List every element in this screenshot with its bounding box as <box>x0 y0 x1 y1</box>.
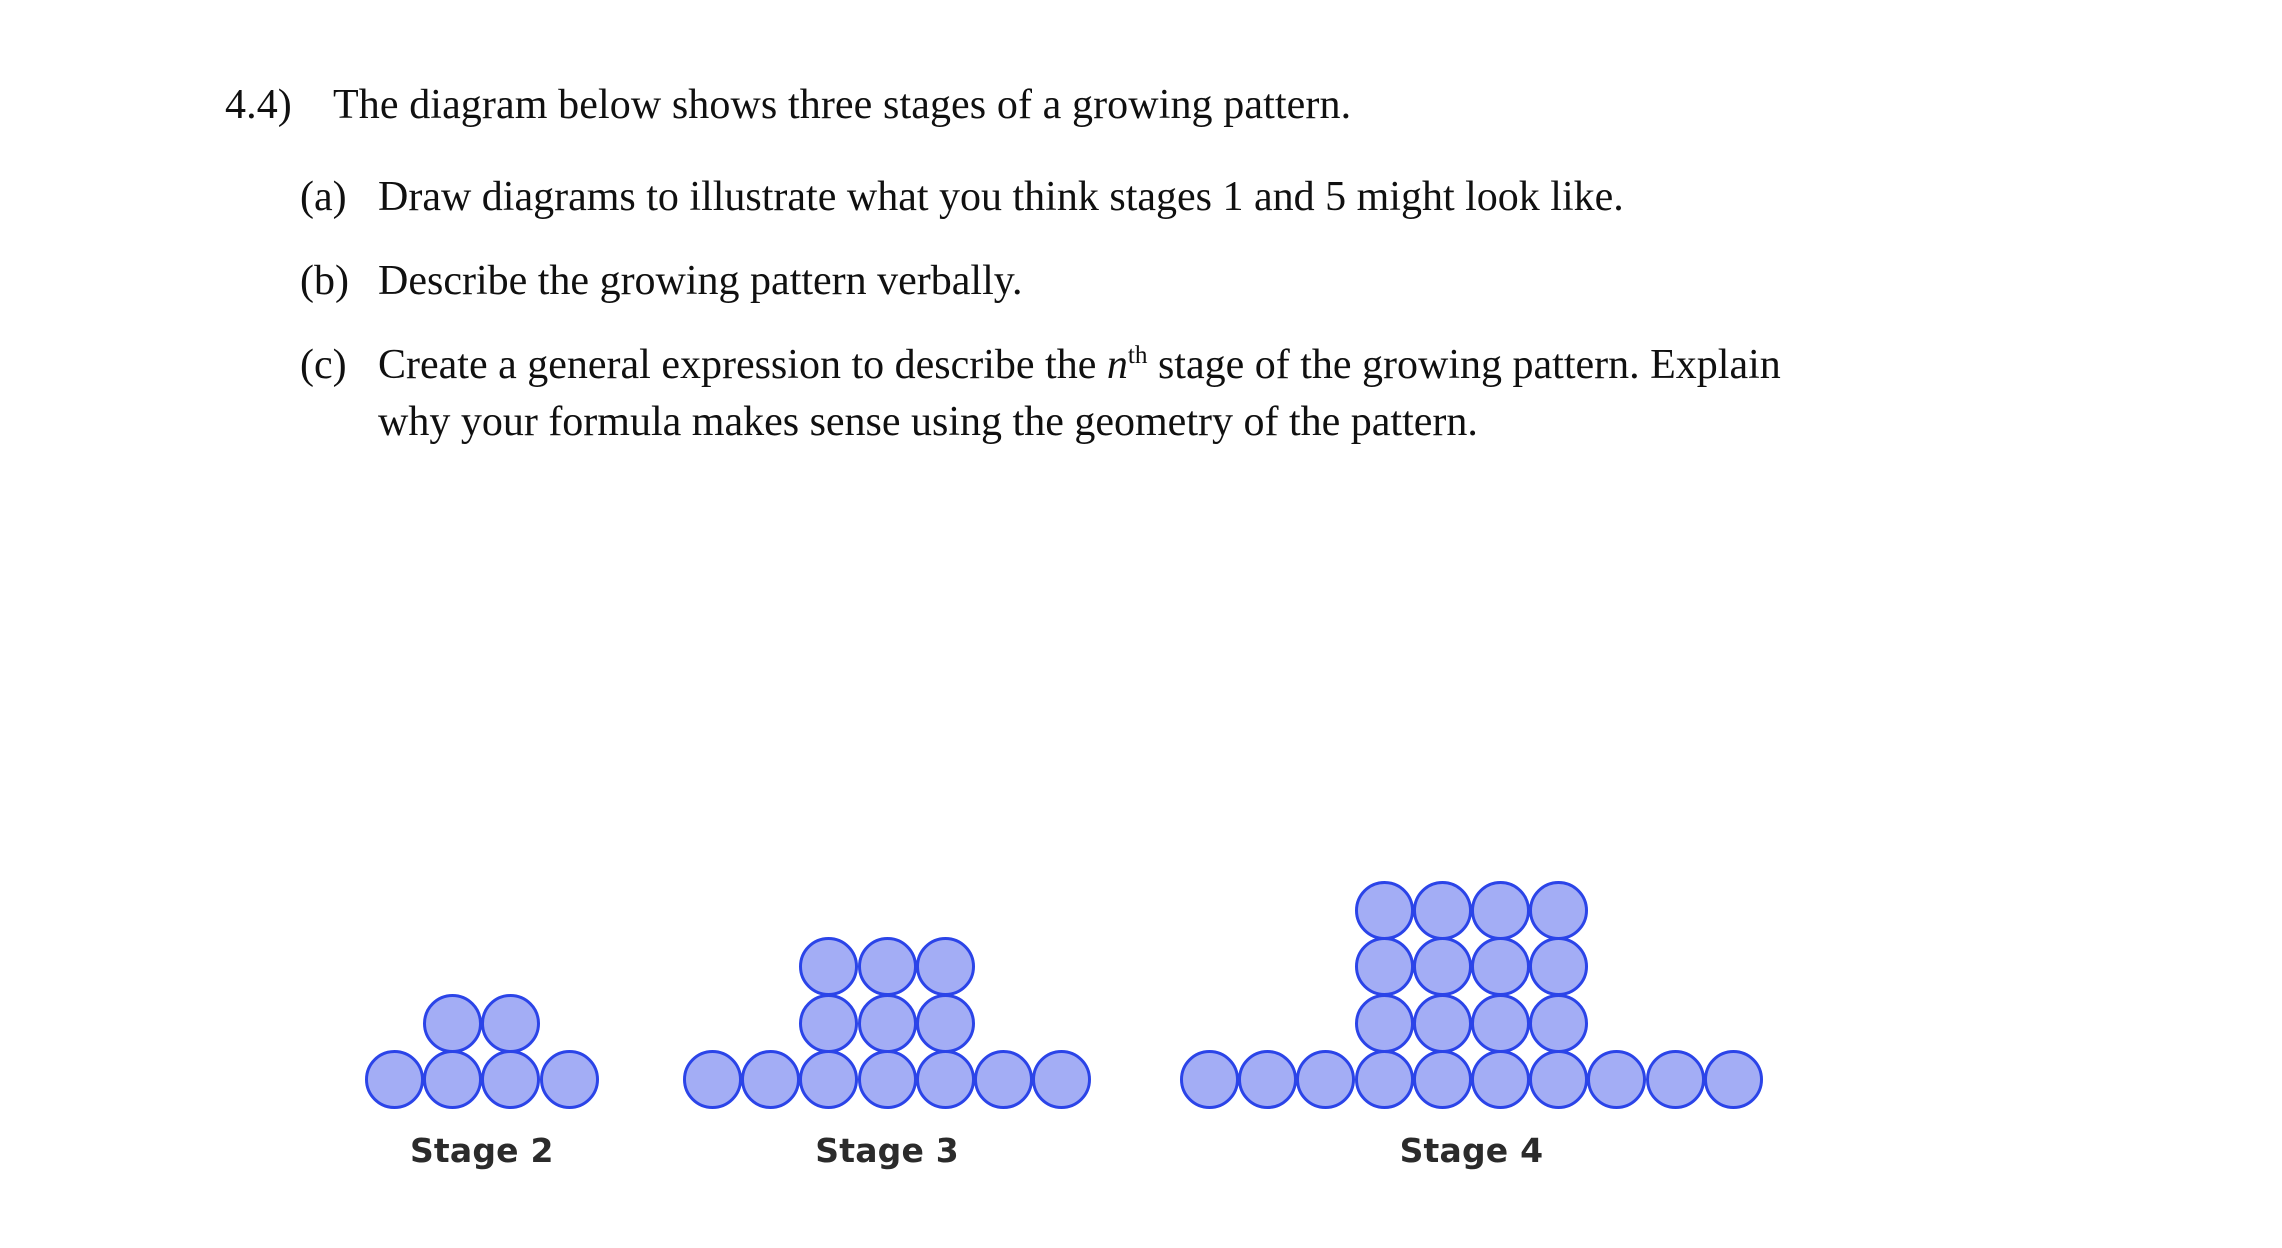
circle <box>1529 1050 1589 1109</box>
question-sub-items: (a) Draw diagrams to illustrate what you… <box>225 169 1845 451</box>
circle <box>423 1050 483 1109</box>
stage-4-circles <box>1180 760 1763 1109</box>
circle <box>1529 937 1589 996</box>
sub-item-c-text-after: stage of the growing pattern. Explain wh… <box>378 341 1781 445</box>
circle <box>915 937 975 996</box>
stage-group-4: Stage 4 <box>1180 760 1763 1170</box>
sub-item-a-marker: (a) <box>300 173 347 220</box>
circle <box>1354 937 1414 996</box>
growing-pattern-figure: Stage 2 Stage 3 Stage 4 <box>0 760 2282 1170</box>
circle <box>1529 993 1589 1053</box>
circle <box>1180 1050 1239 1109</box>
circle <box>1412 993 1472 1053</box>
stage-group-2: Stage 2 <box>365 760 599 1170</box>
circle <box>365 1050 424 1109</box>
sub-item-c-marker: (c) <box>300 341 347 388</box>
circle <box>1296 1050 1356 1109</box>
circle <box>1529 880 1589 940</box>
circle <box>799 1050 859 1109</box>
question-number: 4.4) <box>225 82 292 128</box>
stage-3-circles <box>683 760 1092 1109</box>
circle <box>1645 1050 1705 1109</box>
circle <box>1471 937 1530 996</box>
stage-group-3: Stage 3 <box>683 760 1092 1170</box>
circle <box>857 937 917 996</box>
circle <box>539 1050 599 1109</box>
circle <box>857 993 917 1053</box>
sub-item-c-text-before: Create a general expression to describe … <box>378 341 1107 388</box>
sub-item-a-text: Draw diagrams to illustrate what you thi… <box>378 173 1624 220</box>
circle <box>915 993 975 1053</box>
sub-item-c: (c) Create a general expression to descr… <box>300 337 1845 451</box>
stage-4-label: Stage 4 <box>1399 1131 1544 1170</box>
circle <box>1471 993 1530 1053</box>
stage-2-circles <box>365 760 599 1109</box>
circle <box>741 1050 801 1109</box>
circle <box>1412 937 1472 996</box>
sub-item-c-text: Create a general expression to describe … <box>378 337 1808 451</box>
stage-3-label: Stage 3 <box>815 1131 959 1170</box>
circle <box>1238 1050 1298 1109</box>
circle <box>1703 1050 1763 1109</box>
sub-item-a: (a) Draw diagrams to illustrate what you… <box>300 169 1845 226</box>
sub-item-c-variable: n <box>1106 341 1128 388</box>
circle <box>1412 880 1472 940</box>
question-prompt: The diagram below shows three stages of … <box>333 82 1352 128</box>
sub-item-b-marker: (b) <box>300 257 349 304</box>
question-block: 4.4) The diagram below shows three stage… <box>225 78 1845 478</box>
circle <box>1032 1050 1092 1109</box>
circle <box>974 1050 1033 1109</box>
circle <box>683 1050 742 1109</box>
question-heading: 4.4) The diagram below shows three stage… <box>225 78 1845 133</box>
circle <box>481 993 541 1053</box>
circle <box>423 993 483 1053</box>
circle <box>1354 880 1414 940</box>
circle <box>857 1050 917 1109</box>
sub-item-b-text: Describe the growing pattern verbally. <box>378 257 1023 304</box>
circle <box>481 1050 541 1109</box>
circle <box>1471 880 1530 940</box>
circle <box>1412 1050 1472 1109</box>
circle <box>1587 1050 1647 1109</box>
circle <box>1354 993 1414 1053</box>
circle <box>915 1050 975 1109</box>
circle <box>799 937 859 996</box>
circle <box>1471 1050 1530 1109</box>
sub-item-b: (b) Describe the growing pattern verball… <box>300 253 1845 310</box>
sub-item-c-ordinal: th <box>1127 341 1148 369</box>
circle <box>799 993 859 1053</box>
stage-2-label: Stage 2 <box>409 1131 554 1170</box>
circle <box>1354 1050 1414 1109</box>
